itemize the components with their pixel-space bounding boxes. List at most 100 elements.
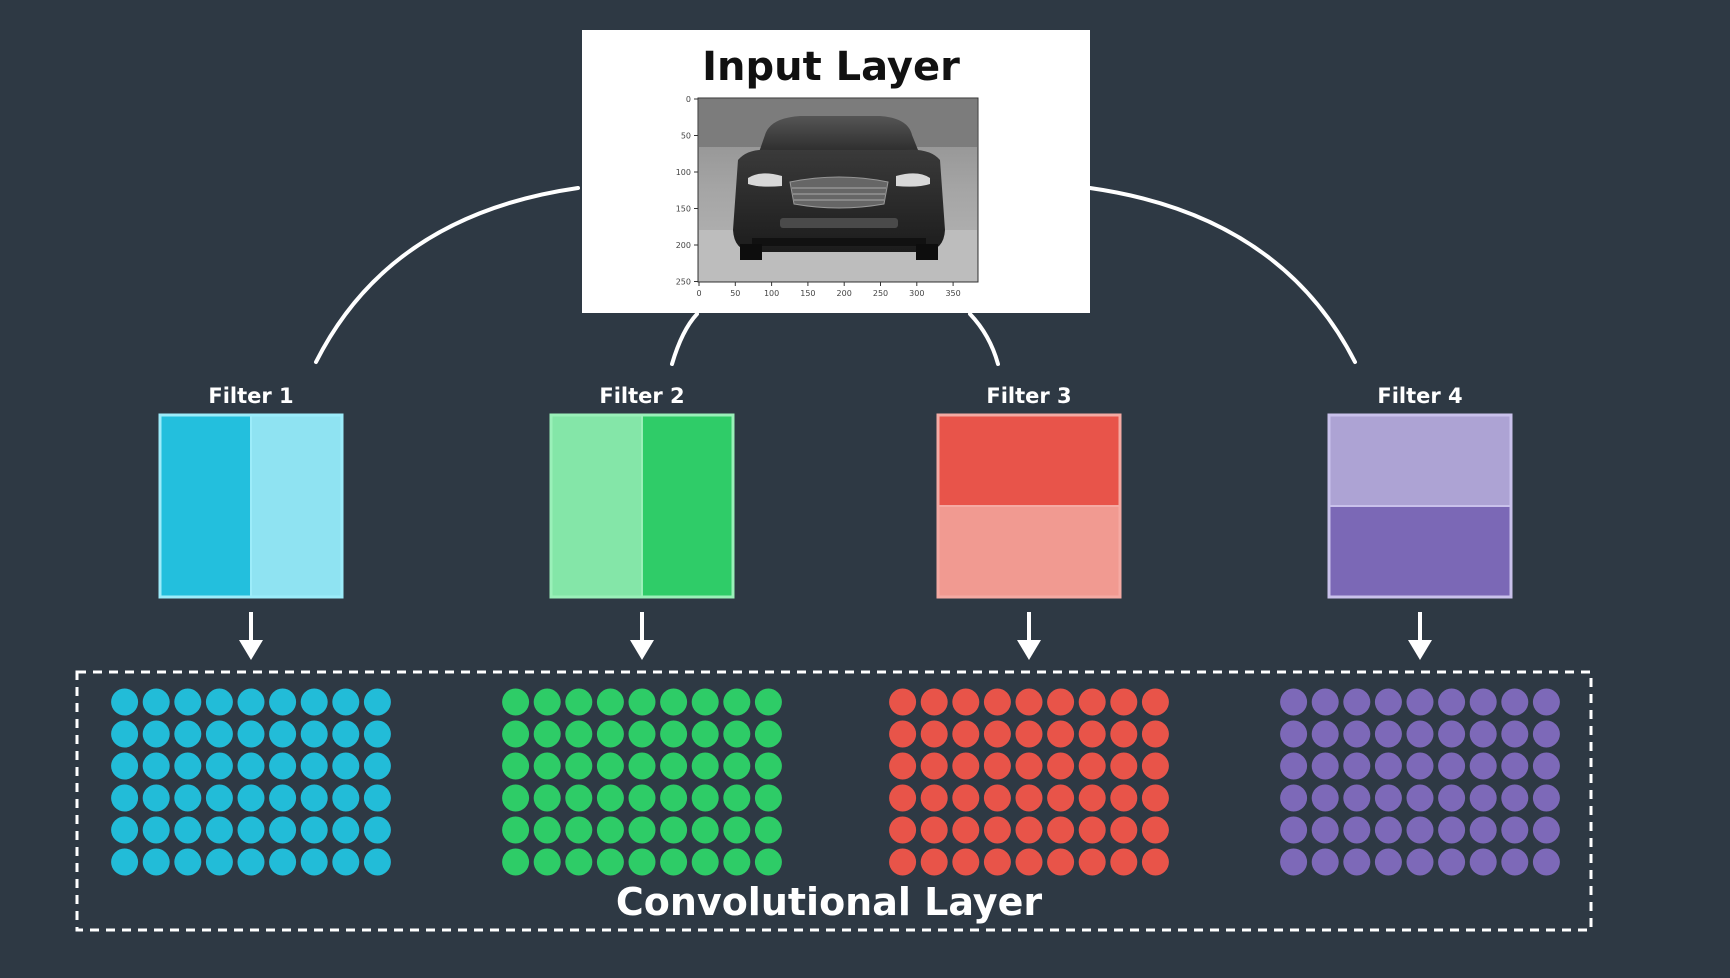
feature-node: [1280, 816, 1308, 844]
feature-node: [1532, 816, 1560, 844]
feature-node: [111, 848, 139, 876]
feature-node: [691, 752, 719, 780]
connector-arcs: [314, 186, 1357, 366]
feature-node: [269, 816, 297, 844]
x-tick-label: 200: [837, 289, 852, 298]
convolutional-layer-label: Convolutional Layer: [616, 880, 1042, 924]
down-arrow-icon: [1408, 612, 1432, 660]
connector-arc-filter-2: [670, 312, 699, 366]
feature-node: [1141, 688, 1169, 716]
convolutional-layer: Convolutional Layer: [75, 670, 1593, 932]
feature-node: [205, 816, 233, 844]
feature-node: [1406, 784, 1434, 812]
feature-node: [269, 784, 297, 812]
connector-arc-filter-4: [1088, 186, 1357, 364]
feature-node: [723, 720, 751, 748]
feature-node: [628, 848, 656, 876]
feature-node: [205, 688, 233, 716]
feature-node: [1406, 752, 1434, 780]
feature-node: [142, 816, 170, 844]
feature-node: [1280, 688, 1308, 716]
feature-node: [1047, 688, 1075, 716]
feature-node: [533, 848, 561, 876]
feature-node: [1469, 752, 1497, 780]
feature-node: [1280, 720, 1308, 748]
feature-node: [723, 784, 751, 812]
feature-node: [1015, 816, 1043, 844]
feature-node: [1141, 784, 1169, 812]
feature-node: [502, 752, 530, 780]
feature-node: [363, 688, 391, 716]
feature-node: [628, 752, 656, 780]
feature-node: [1280, 784, 1308, 812]
feature-map-3: [889, 688, 1169, 876]
filter-3-half-a: [938, 415, 1120, 506]
feature-node: [363, 848, 391, 876]
filter-2-half-a: [551, 415, 642, 597]
feature-node: [1374, 752, 1402, 780]
feature-node: [1501, 784, 1529, 812]
feature-node: [1438, 688, 1466, 716]
filter-4-half-b: [1329, 506, 1511, 597]
feature-node: [691, 816, 719, 844]
feature-node: [1406, 816, 1434, 844]
filter-3-label: Filter 3: [986, 384, 1071, 408]
feature-node: [1532, 848, 1560, 876]
filter-3-border: [936, 413, 1122, 599]
feature-node: [1438, 816, 1466, 844]
x-tick-label: 50: [730, 289, 740, 298]
feature-node: [174, 848, 202, 876]
feature-node: [142, 784, 170, 812]
feature-node: [502, 848, 530, 876]
feature-node: [1469, 720, 1497, 748]
feature-node: [691, 720, 719, 748]
feature-node: [1438, 848, 1466, 876]
feature-node: [1469, 848, 1497, 876]
feature-node: [237, 688, 265, 716]
feature-node: [723, 752, 751, 780]
feature-node: [952, 752, 980, 780]
feature-node: [1047, 816, 1075, 844]
feature-node: [1311, 720, 1339, 748]
feature-node: [1311, 816, 1339, 844]
feature-node: [111, 816, 139, 844]
feature-node: [1532, 688, 1560, 716]
feature-node: [1343, 688, 1371, 716]
feature-node: [1469, 816, 1497, 844]
feature-node: [1501, 720, 1529, 748]
y-tick-label: 100: [676, 168, 691, 177]
feature-node: [174, 752, 202, 780]
feature-node: [300, 752, 328, 780]
feature-node: [1343, 752, 1371, 780]
feature-node: [1311, 752, 1339, 780]
filter-1-border: [158, 413, 344, 599]
feature-node: [660, 784, 688, 812]
y-tick-label: 0: [686, 95, 691, 104]
filter-1-half-b: [251, 415, 342, 597]
feature-node: [596, 784, 624, 812]
feature-node: [1078, 688, 1106, 716]
feature-node: [237, 720, 265, 748]
feature-node: [332, 688, 360, 716]
feature-node: [363, 752, 391, 780]
feature-node: [205, 784, 233, 812]
feature-node: [502, 720, 530, 748]
feature-node: [533, 688, 561, 716]
down-arrow-icon: [630, 612, 654, 660]
feature-node: [691, 784, 719, 812]
feature-node: [920, 688, 948, 716]
x-tick-label: 0: [696, 289, 701, 298]
feature-node: [1078, 816, 1106, 844]
feature-node: [920, 848, 948, 876]
car-icon: [733, 116, 945, 260]
feature-node: [628, 784, 656, 812]
feature-node: [1438, 784, 1466, 812]
feature-node: [983, 816, 1011, 844]
feature-node: [660, 752, 688, 780]
feature-node: [952, 848, 980, 876]
feature-node: [565, 752, 593, 780]
x-tick-label: 150: [800, 289, 815, 298]
feature-node: [332, 784, 360, 812]
